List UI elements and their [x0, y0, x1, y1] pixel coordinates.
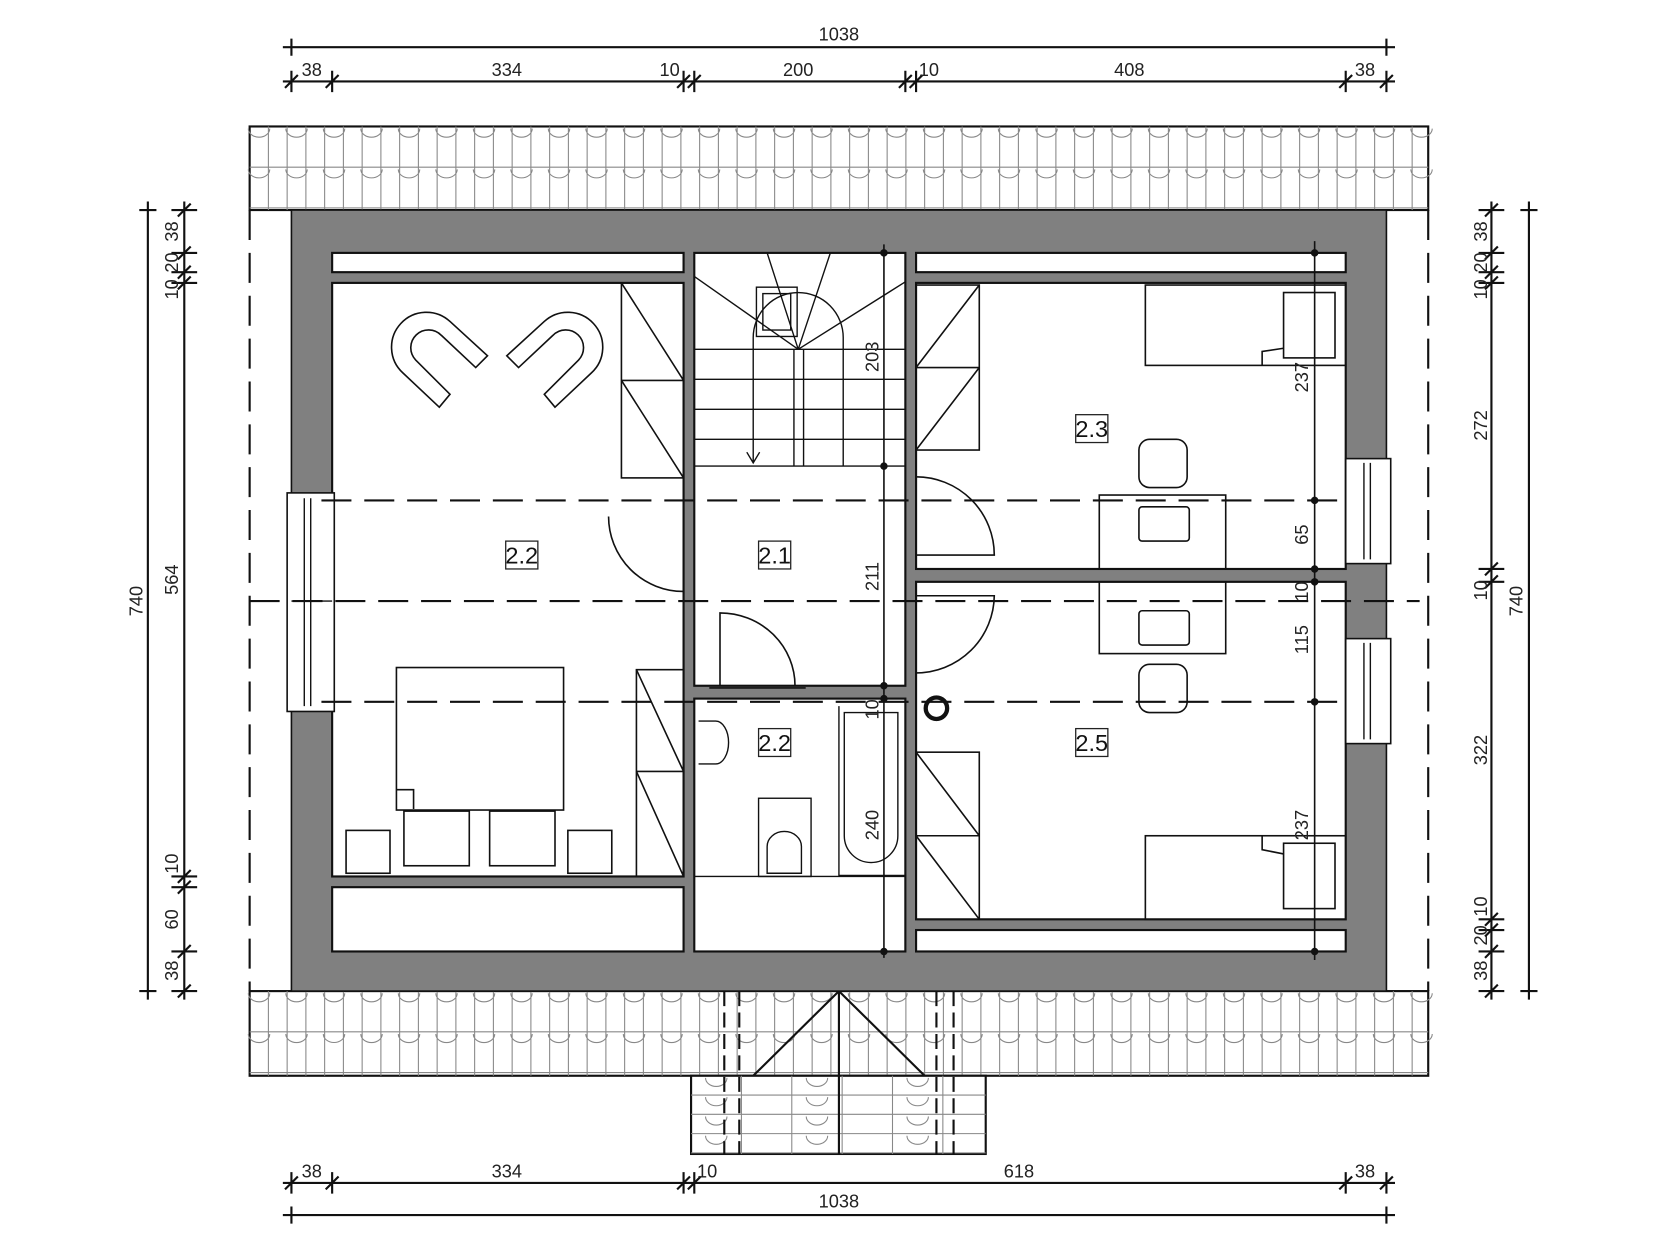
dimension-point — [1310, 249, 1319, 257]
room-label: 2.5 — [1075, 730, 1108, 756]
dim-label: 240 — [863, 810, 883, 840]
dimension-point — [880, 462, 888, 470]
dimension-point — [880, 947, 888, 956]
room-2-1-hall — [693, 251, 907, 687]
room-label: 2.3 — [1075, 416, 1108, 442]
desk — [1098, 581, 1227, 655]
dimension-bottom: 38 334 10 618 38 1038 — [282, 1162, 1395, 1224]
dim-label: 10 — [1471, 279, 1491, 299]
bed — [1144, 284, 1347, 367]
rooms — [331, 251, 1347, 953]
desk — [1098, 494, 1227, 570]
bathroom-fixtures — [694, 706, 906, 878]
room-2-3 — [915, 281, 1347, 571]
dim-label: 200 — [783, 60, 813, 80]
dim-label: 322 — [1471, 735, 1491, 765]
bed — [395, 666, 565, 811]
dim-label: 564 — [162, 564, 182, 594]
dim-label: 10 — [1471, 896, 1491, 916]
dim-label: 272 — [1471, 410, 1491, 440]
dim-label: 334 — [492, 60, 522, 80]
dimension-interior-center: 203 211 10 240 — [863, 244, 888, 958]
pillow — [1282, 291, 1336, 359]
roof-bottom — [247, 989, 1433, 1156]
dim-label: 38 — [1471, 221, 1491, 241]
dim-label: 211 — [863, 562, 883, 591]
dim-label: 20 — [1471, 252, 1491, 272]
dim-label: 38 — [1355, 1162, 1375, 1182]
dim-label: 38 — [162, 221, 182, 241]
armchair — [390, 311, 489, 409]
dim-label: 334 — [492, 1162, 522, 1182]
dim-label: 38 — [1471, 961, 1491, 981]
room-2-5 — [915, 580, 1347, 921]
nightstand — [345, 829, 391, 875]
room-2-2-bedroom — [331, 281, 685, 878]
roof-tiles-bottom — [247, 991, 1433, 1076]
pillow — [488, 810, 556, 867]
dim-label: 60 — [162, 909, 182, 929]
dimension-point — [880, 249, 888, 257]
dim-label: 10 — [863, 699, 883, 719]
dim-label: 38 — [162, 961, 182, 981]
dimension-point — [880, 694, 888, 703]
dim-label: 115 — [1292, 625, 1312, 654]
dim-label: 408 — [1114, 60, 1144, 80]
dim-label: 65 — [1292, 525, 1312, 545]
room-2-2-bathroom — [693, 697, 907, 953]
dim-label: 10 — [1471, 580, 1491, 600]
pillow — [1282, 842, 1336, 910]
dimension-point — [880, 682, 888, 690]
dim-label: 10 — [1292, 581, 1312, 601]
dim-label: 10 — [919, 60, 939, 80]
pillow — [403, 810, 471, 867]
bed — [1144, 834, 1347, 921]
chair — [1138, 438, 1188, 489]
room-label: 2.2 — [505, 543, 538, 569]
dim-label: 10 — [162, 279, 182, 299]
dim-label: 20 — [1471, 925, 1491, 945]
dimension-right: 740 38 20 10 272 10 322 10 20 38 — [1471, 201, 1538, 1000]
armchair — [505, 311, 604, 409]
tile-pattern — [247, 991, 1433, 1076]
dim-label: 740 — [127, 586, 147, 616]
dimension-point — [1310, 578, 1319, 586]
dim-label: 10 — [697, 1162, 717, 1182]
axis-lines — [248, 210, 1430, 992]
dim-label: 618 — [1004, 1162, 1034, 1182]
dimension-interior-right: 237 65 10 115 237 — [1292, 241, 1319, 961]
furniture — [345, 282, 1347, 921]
roof-top — [247, 125, 1433, 212]
dim-label: 10 — [162, 853, 182, 873]
chair — [1138, 663, 1188, 714]
room-label: 2.1 — [758, 543, 791, 569]
tile-pattern — [247, 126, 1433, 211]
room-label: 2.2 — [758, 730, 791, 756]
staircase — [693, 252, 906, 467]
dim-label: 1038 — [819, 25, 860, 45]
roof-tiles-top — [247, 126, 1433, 211]
dimension-top: 1038 38 334 10 200 10 408 38 — [282, 25, 1395, 93]
dim-label: 237 — [1292, 810, 1312, 840]
dim-label: 237 — [1292, 362, 1312, 392]
dim-label: 20 — [162, 252, 182, 272]
dim-label: 38 — [302, 1162, 322, 1182]
dim-label: 203 — [863, 342, 883, 372]
room-labels: 2.2 2.1 2.3 2.2 2.5 — [505, 414, 1109, 758]
dimension-point — [1310, 947, 1319, 956]
dim-label: 10 — [660, 60, 680, 80]
dim-label: 1038 — [819, 1192, 860, 1212]
dimension-left: 740 38 20 10 564 10 60 38 — [127, 201, 198, 1000]
dim-label: 740 — [1507, 586, 1527, 616]
nightstand — [567, 829, 613, 875]
dimension-point — [1310, 698, 1319, 706]
dim-label: 38 — [1355, 60, 1375, 80]
dim-label: 38 — [302, 60, 322, 80]
washbasin — [698, 720, 730, 765]
dimension-point — [1310, 496, 1319, 505]
doors — [607, 476, 996, 689]
dimension-point — [1310, 565, 1319, 573]
chimney — [923, 695, 950, 722]
